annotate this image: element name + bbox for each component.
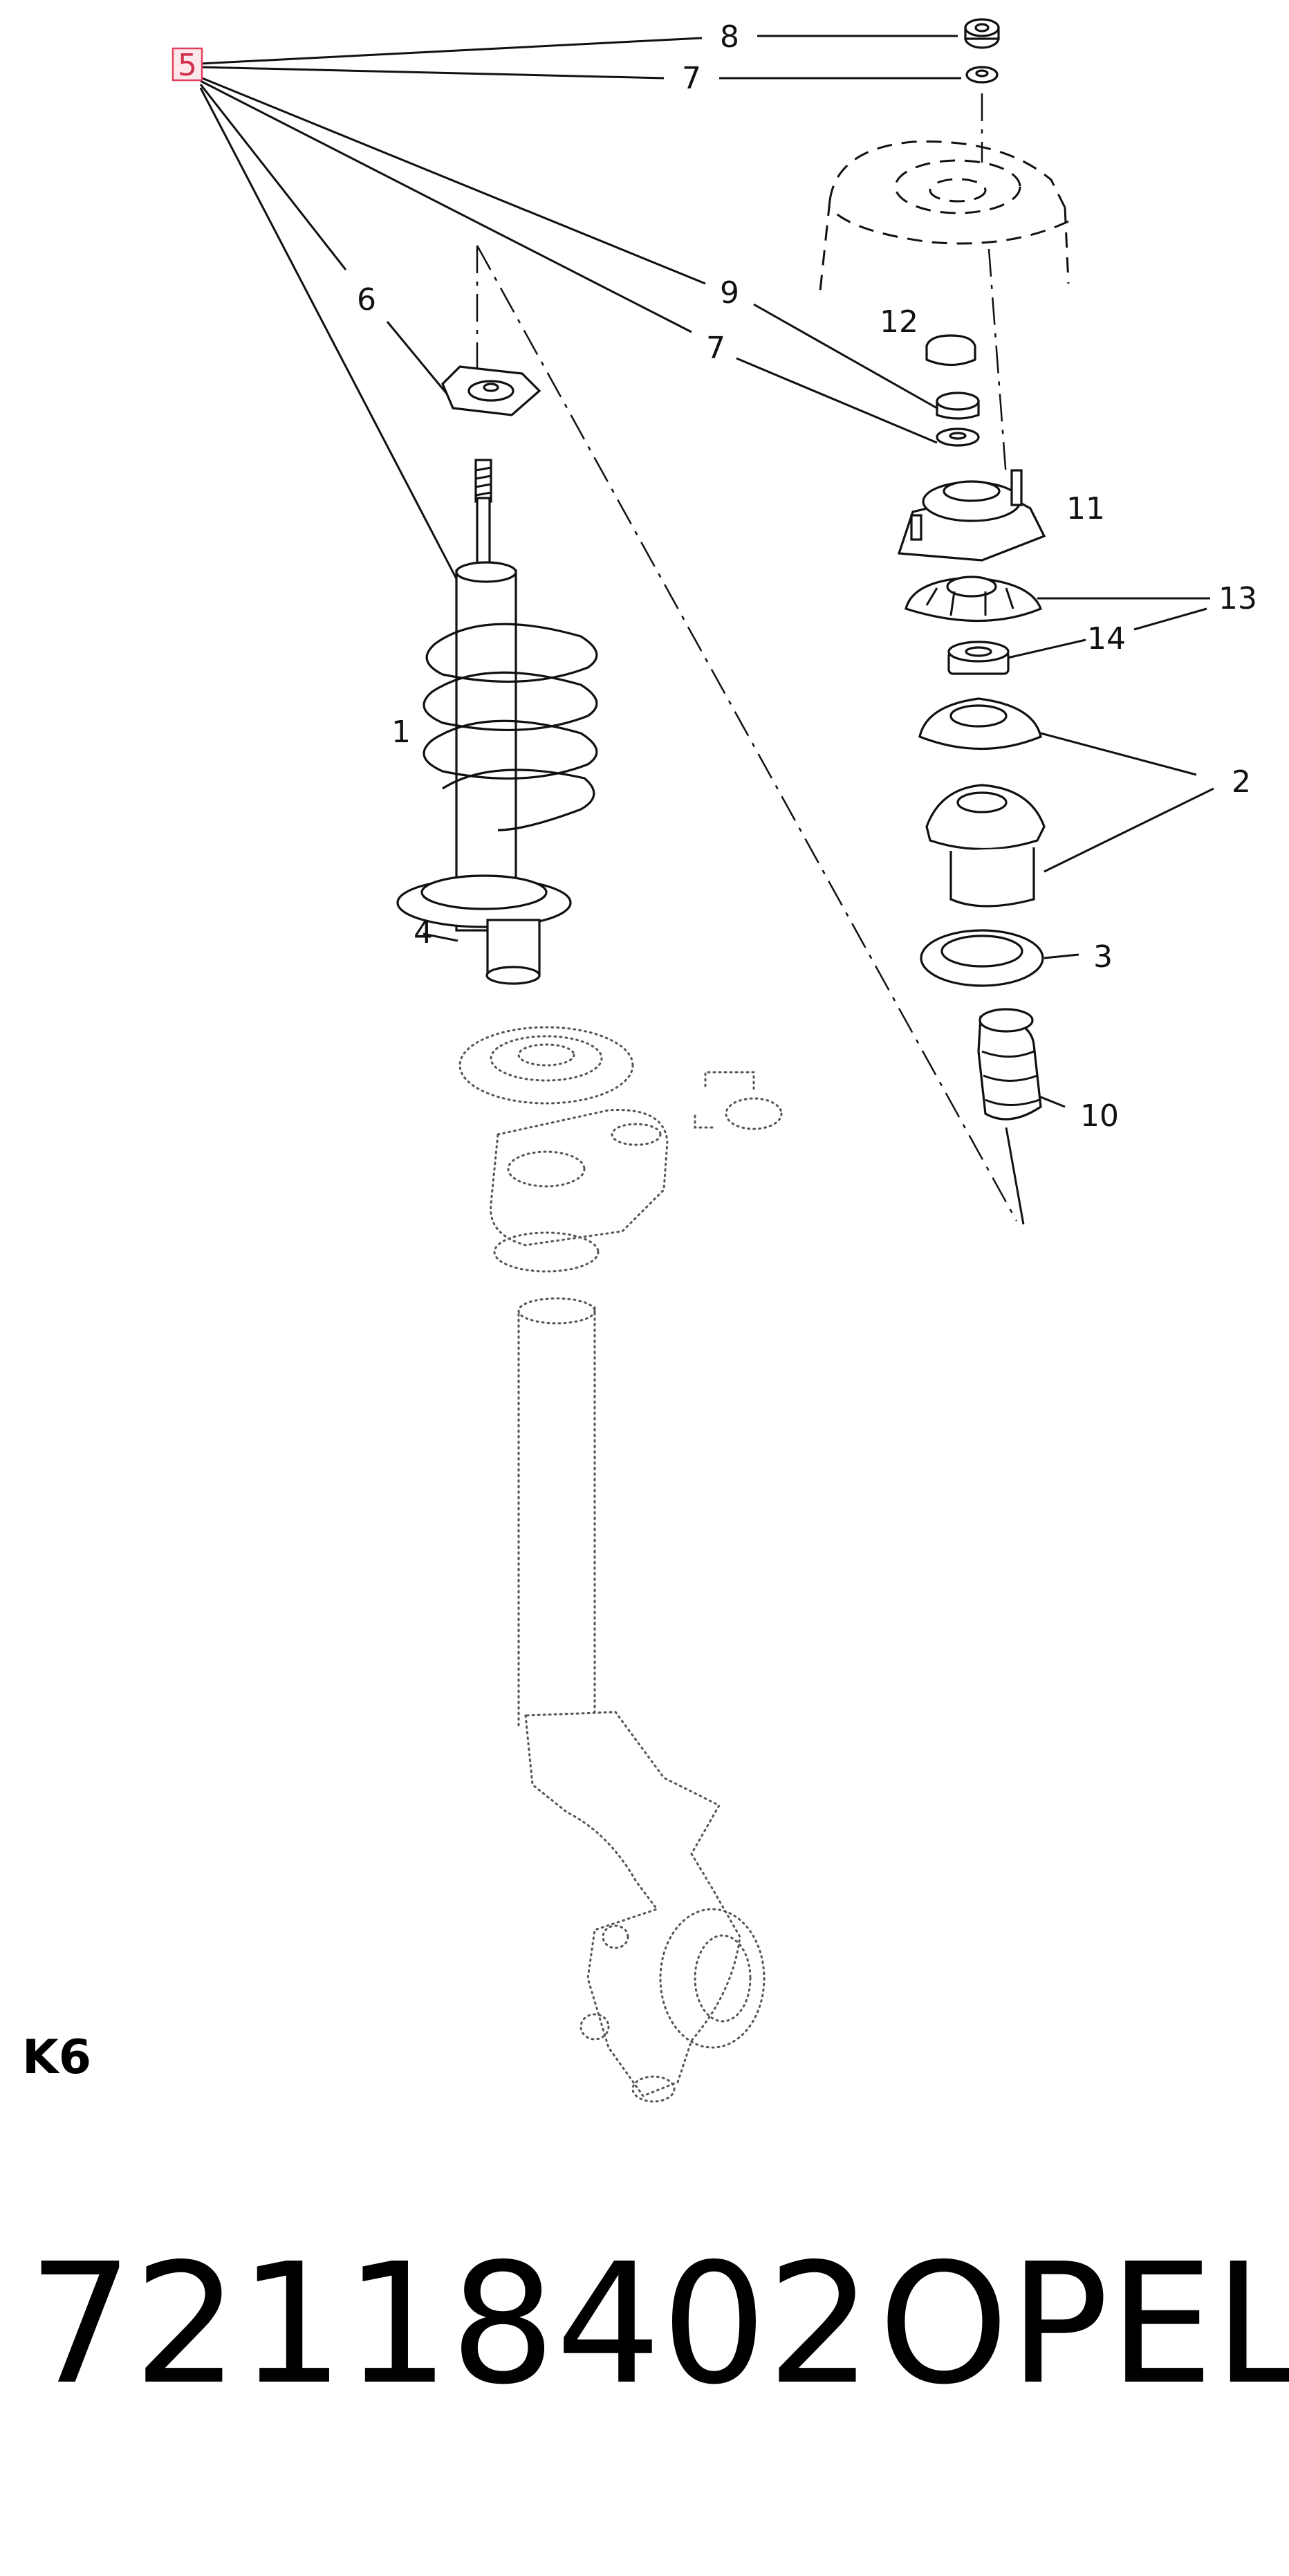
callout-9[interactable]: 9 [720,275,739,311]
lower-ring [920,929,1044,987]
part-number: 72118402 [28,2227,873,2421]
bump-stop-cup [925,784,1046,908]
nut-mid [936,392,980,420]
upper-spring-seat [905,576,1043,623]
callout-11[interactable]: 11 [1066,491,1105,526]
callout-7-lower[interactable]: 7 [706,331,725,366]
washer-mid [936,427,980,447]
callout-2[interactable]: 2 [1232,764,1251,800]
brand-name: OPEL [878,2227,1289,2421]
shock-absorber-assembly [396,365,598,985]
dotted-knuckle-context [458,1026,783,2103]
callout-12[interactable]: 12 [880,304,918,340]
strut-top-mount [897,469,1046,562]
nut-top [964,18,1000,49]
cap [925,334,976,367]
callout-1[interactable]: 1 [391,715,411,750]
callout-4[interactable]: 4 [414,915,433,950]
callout-7-upper[interactable]: 7 [682,61,701,96]
footer: 72118402 OPEL [0,2241,1289,2449]
callout-13[interactable]: 13 [1218,581,1257,616]
callout-10[interactable]: 10 [1080,1098,1119,1134]
svg-text:5: 5 [178,48,197,83]
diagram-code-label: K6 [22,2030,92,2085]
mount-upper [918,697,1042,751]
callout-6[interactable]: 6 [357,282,376,318]
callout-3[interactable]: 3 [1093,939,1113,975]
bearing [947,641,1010,675]
gaiter [977,1008,1042,1121]
callout-8[interactable]: 8 [720,19,739,55]
leader-lines [199,35,1214,1225]
assembly-axis [476,93,1018,1222]
callout-5[interactable]: 5 [171,47,203,83]
callout-14[interactable]: 14 [1087,621,1126,656]
washer-top [965,66,999,84]
body-dome-outline [818,140,1070,298]
